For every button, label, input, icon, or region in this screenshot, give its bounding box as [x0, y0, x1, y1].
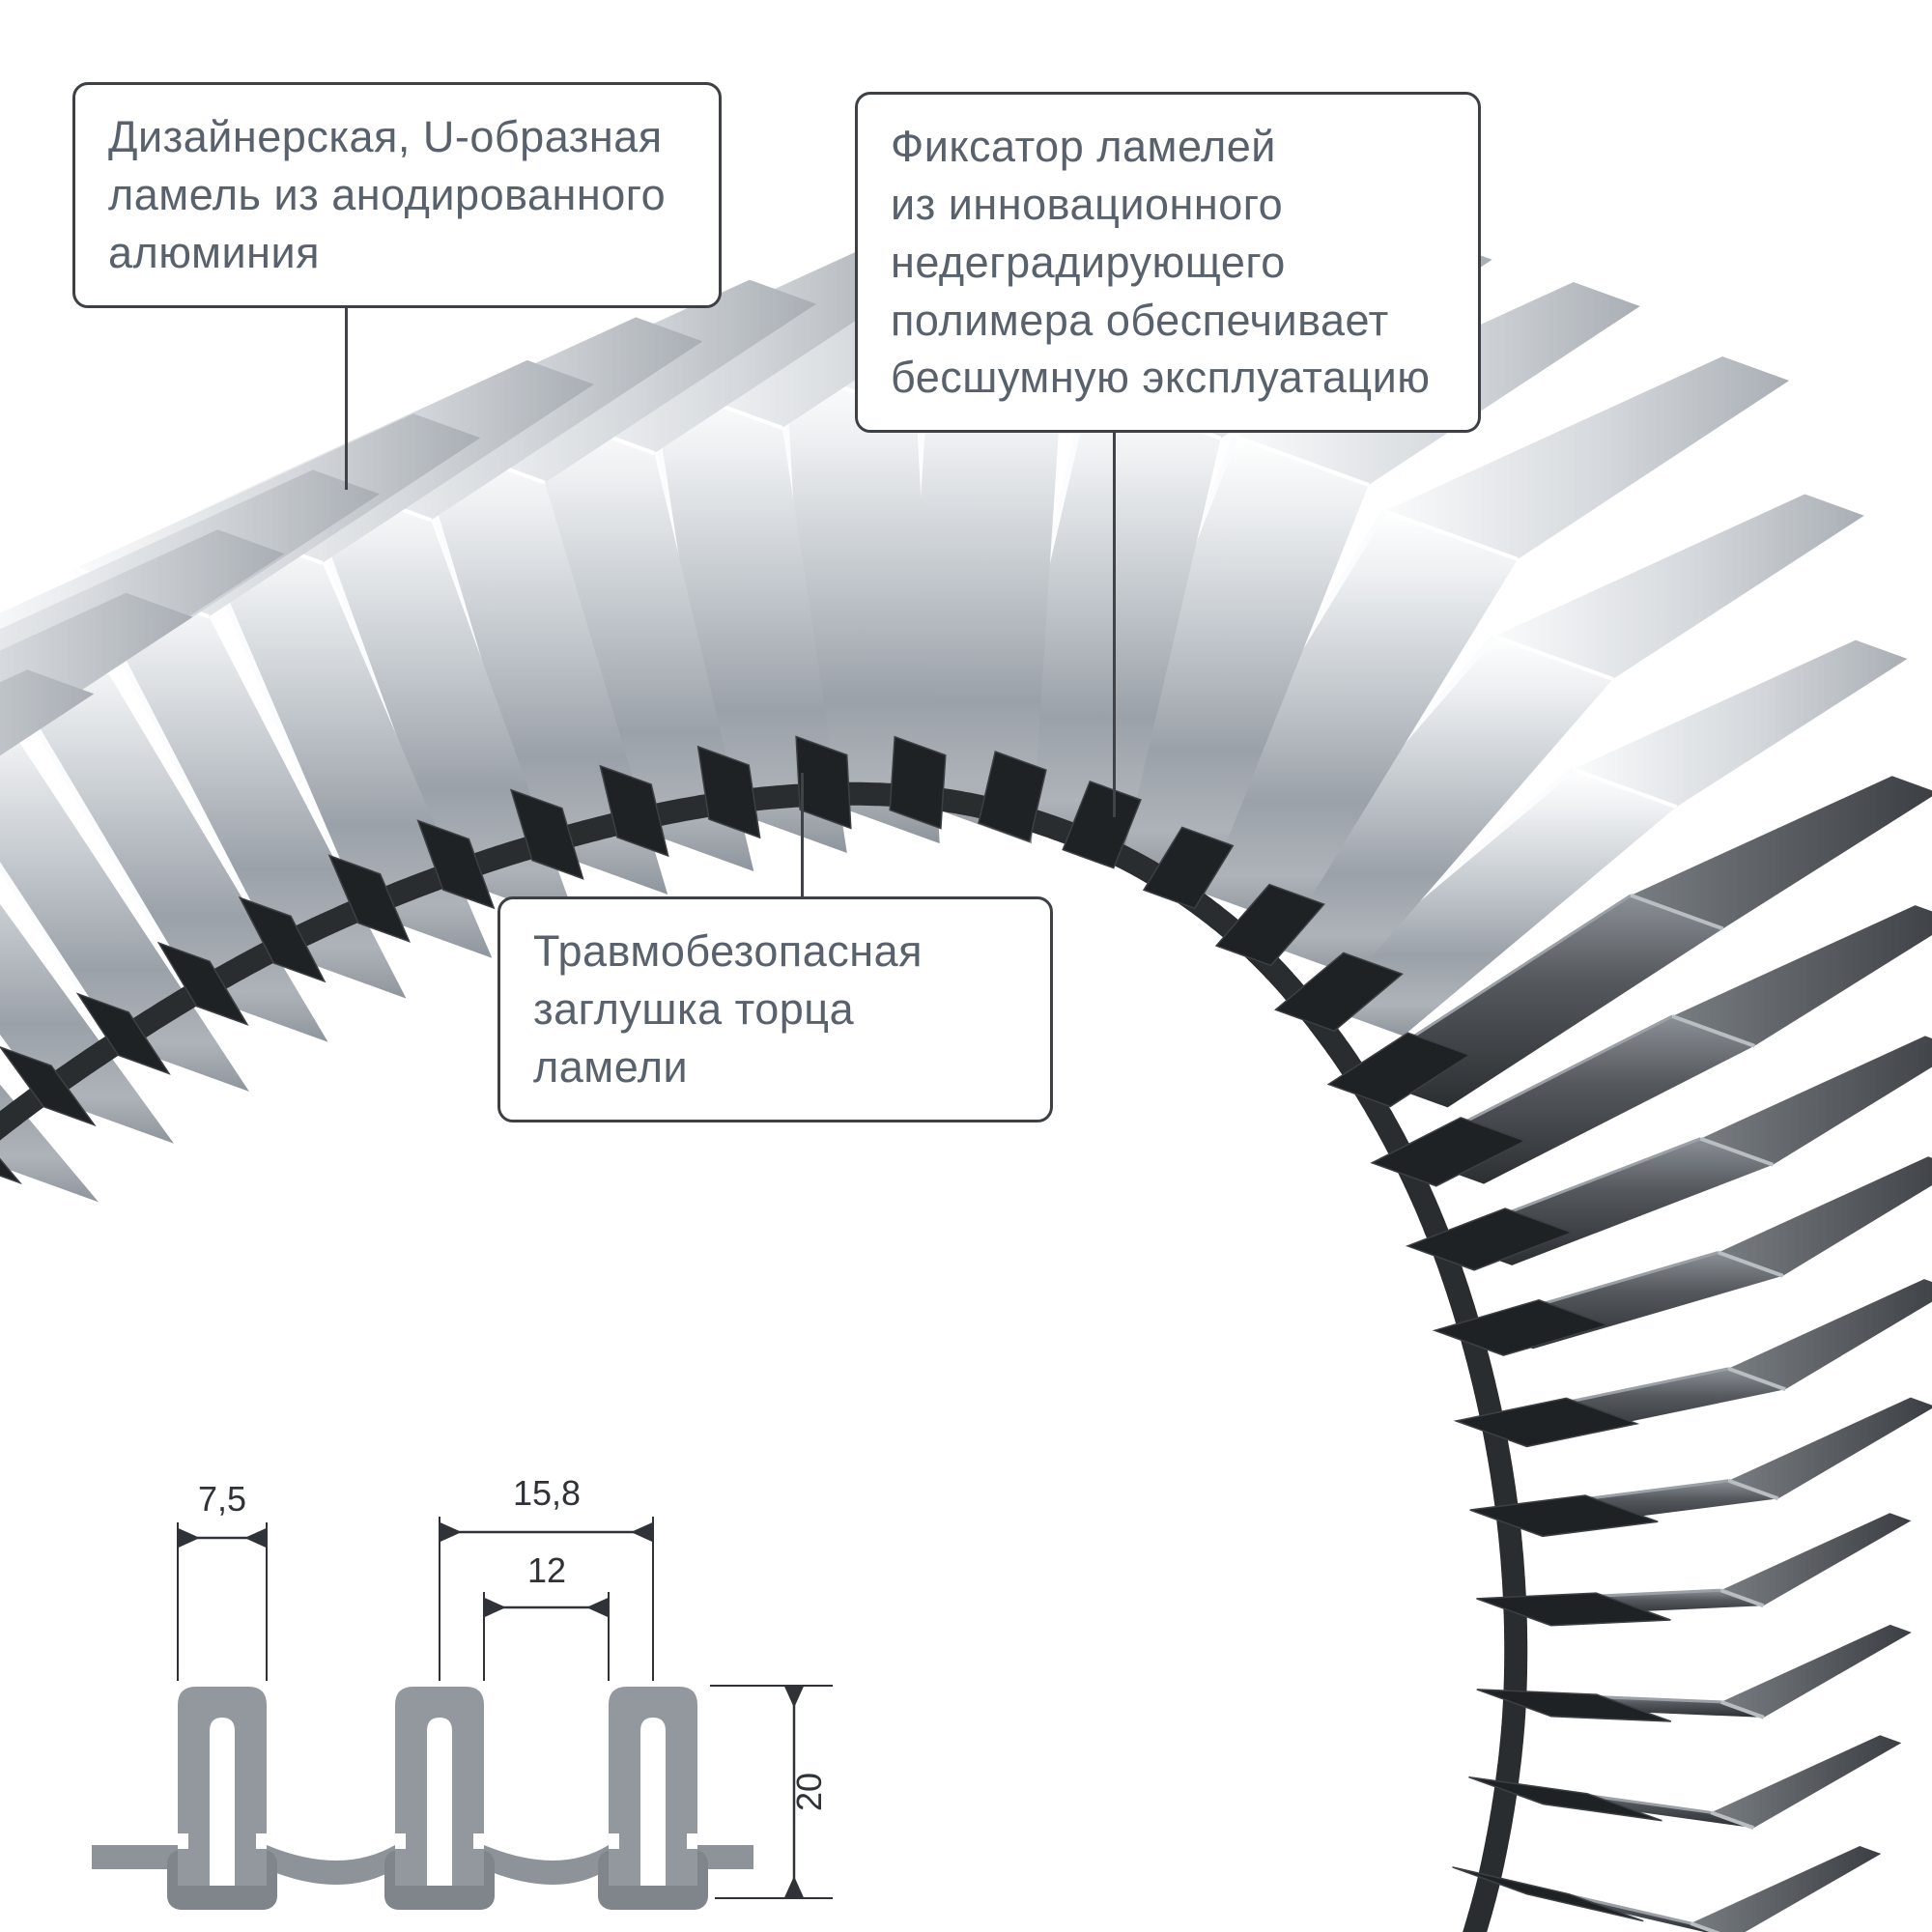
leader-line-fixator [1113, 415, 1116, 817]
callout-fixator: Фиксатор ламелей из инновационного недег… [855, 92, 1481, 434]
dim-label-20: 20 [789, 1773, 829, 1811]
callout-endcap-text: Травмобезопасная заглушка торца ламели [533, 926, 923, 1092]
leader-line-lamella [345, 285, 348, 490]
dim-label-15-8: 15,8 [513, 1473, 581, 1513]
leader-line-endcap [801, 773, 804, 900]
callout-endcap: Травмобезопасная заглушка торца ламели [497, 896, 1053, 1122]
dim-label-12: 12 [527, 1550, 566, 1590]
u-profile-section [178, 1687, 267, 1886]
callout-lamella-text: Дизайнерская, U-образная ламель из аноди… [108, 112, 667, 277]
callout-fixator-text: Фиксатор ламелей из инновационного недег… [891, 122, 1431, 403]
callout-lamella: Дизайнерская, U-образная ламель из аноди… [72, 82, 722, 308]
u-profile-section [395, 1687, 484, 1886]
u-profile-section [609, 1687, 697, 1886]
dim-label-7-5: 7,5 [198, 1479, 246, 1519]
dimension-drawing: 7,5 15,8 12 20 [92, 1473, 833, 1910]
